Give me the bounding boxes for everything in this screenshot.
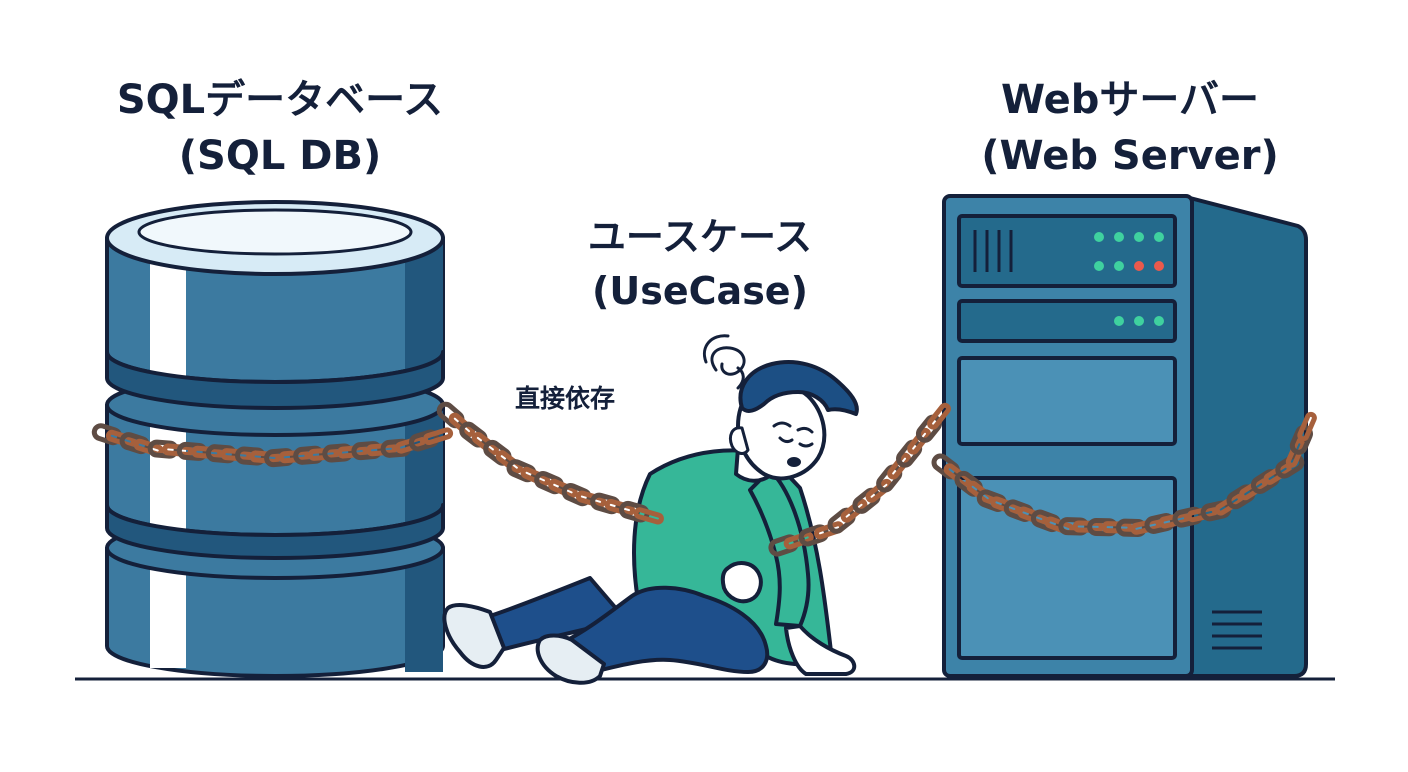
chain-link — [471, 431, 499, 456]
chain-link — [205, 444, 237, 464]
chain-link — [827, 507, 856, 534]
chain-link — [495, 450, 523, 474]
chain-link — [768, 534, 799, 557]
server-tower-icon — [942, 194, 1308, 678]
chain-link — [865, 478, 893, 503]
chain-link — [520, 466, 551, 487]
chain-link — [976, 489, 1007, 512]
chain-link — [293, 445, 325, 465]
chain-icon — [436, 401, 1317, 557]
chain-link — [887, 452, 912, 480]
database-cylinder-icon — [105, 200, 445, 678]
chain-link — [91, 423, 123, 446]
chain-link — [176, 441, 208, 461]
chain-icon — [91, 423, 454, 468]
chain-link — [1058, 517, 1090, 536]
chain-link — [633, 507, 664, 525]
dependency-label: 直接依存 — [514, 384, 615, 413]
chain-link — [619, 500, 650, 523]
chain-link — [783, 531, 814, 550]
chain-link — [1250, 469, 1280, 494]
server-label-subtitle: (Web Server) — [981, 133, 1279, 179]
usecase-label-subtitle: (UseCase) — [592, 269, 808, 313]
usecase-label-title: ユースケース — [587, 215, 813, 259]
chain-link — [840, 498, 868, 523]
chain-link — [408, 429, 440, 452]
chain-link — [907, 427, 932, 455]
chain-link — [1226, 484, 1256, 510]
chain-link — [548, 478, 578, 499]
chain-link — [1172, 506, 1204, 528]
status-leds — [1094, 232, 1164, 326]
chain-link — [915, 414, 943, 443]
chain-link — [534, 471, 565, 495]
stressed-person-icon — [442, 359, 859, 685]
chain-link — [590, 492, 621, 515]
chain-link — [119, 432, 150, 455]
chain-link — [896, 439, 923, 468]
chain-link — [1297, 411, 1317, 442]
vent-slots — [973, 230, 1013, 272]
chain-link — [506, 459, 537, 483]
chain-link — [931, 453, 960, 480]
chain-link — [798, 524, 829, 547]
chain-link — [322, 443, 354, 463]
chain-link — [422, 427, 454, 446]
chain-link — [852, 487, 881, 514]
chain-link — [459, 421, 488, 448]
chain-link — [575, 490, 607, 508]
chain-link — [954, 470, 983, 497]
chain-link — [351, 441, 383, 461]
chain-link — [235, 446, 266, 466]
database-label-subtitle: (SQL DB) — [178, 133, 382, 179]
chain-link — [264, 448, 296, 468]
database-label-title: SQLデータベース — [116, 77, 444, 123]
side-vent — [1212, 610, 1262, 650]
usecase-label: ユースケース (UseCase) — [500, 210, 900, 318]
chain-link — [1144, 513, 1176, 534]
server-label-title: Webサーバー — [1000, 77, 1260, 123]
dizzy-swirl-icon — [703, 334, 746, 390]
chain-link — [876, 464, 903, 493]
chain-link — [448, 412, 476, 438]
chain-link — [1030, 509, 1062, 533]
chain-link — [1289, 424, 1313, 455]
chain-link — [1087, 517, 1119, 537]
chain-link — [436, 401, 465, 429]
chain-link — [604, 498, 636, 517]
chain-link — [147, 439, 179, 459]
chain-link — [927, 402, 951, 430]
server-label: Webサーバー (Web Server) — [930, 72, 1330, 184]
database-label: SQLデータベース (SQL DB) — [80, 72, 480, 184]
chain-link — [483, 439, 512, 466]
chain-link — [1003, 499, 1034, 522]
